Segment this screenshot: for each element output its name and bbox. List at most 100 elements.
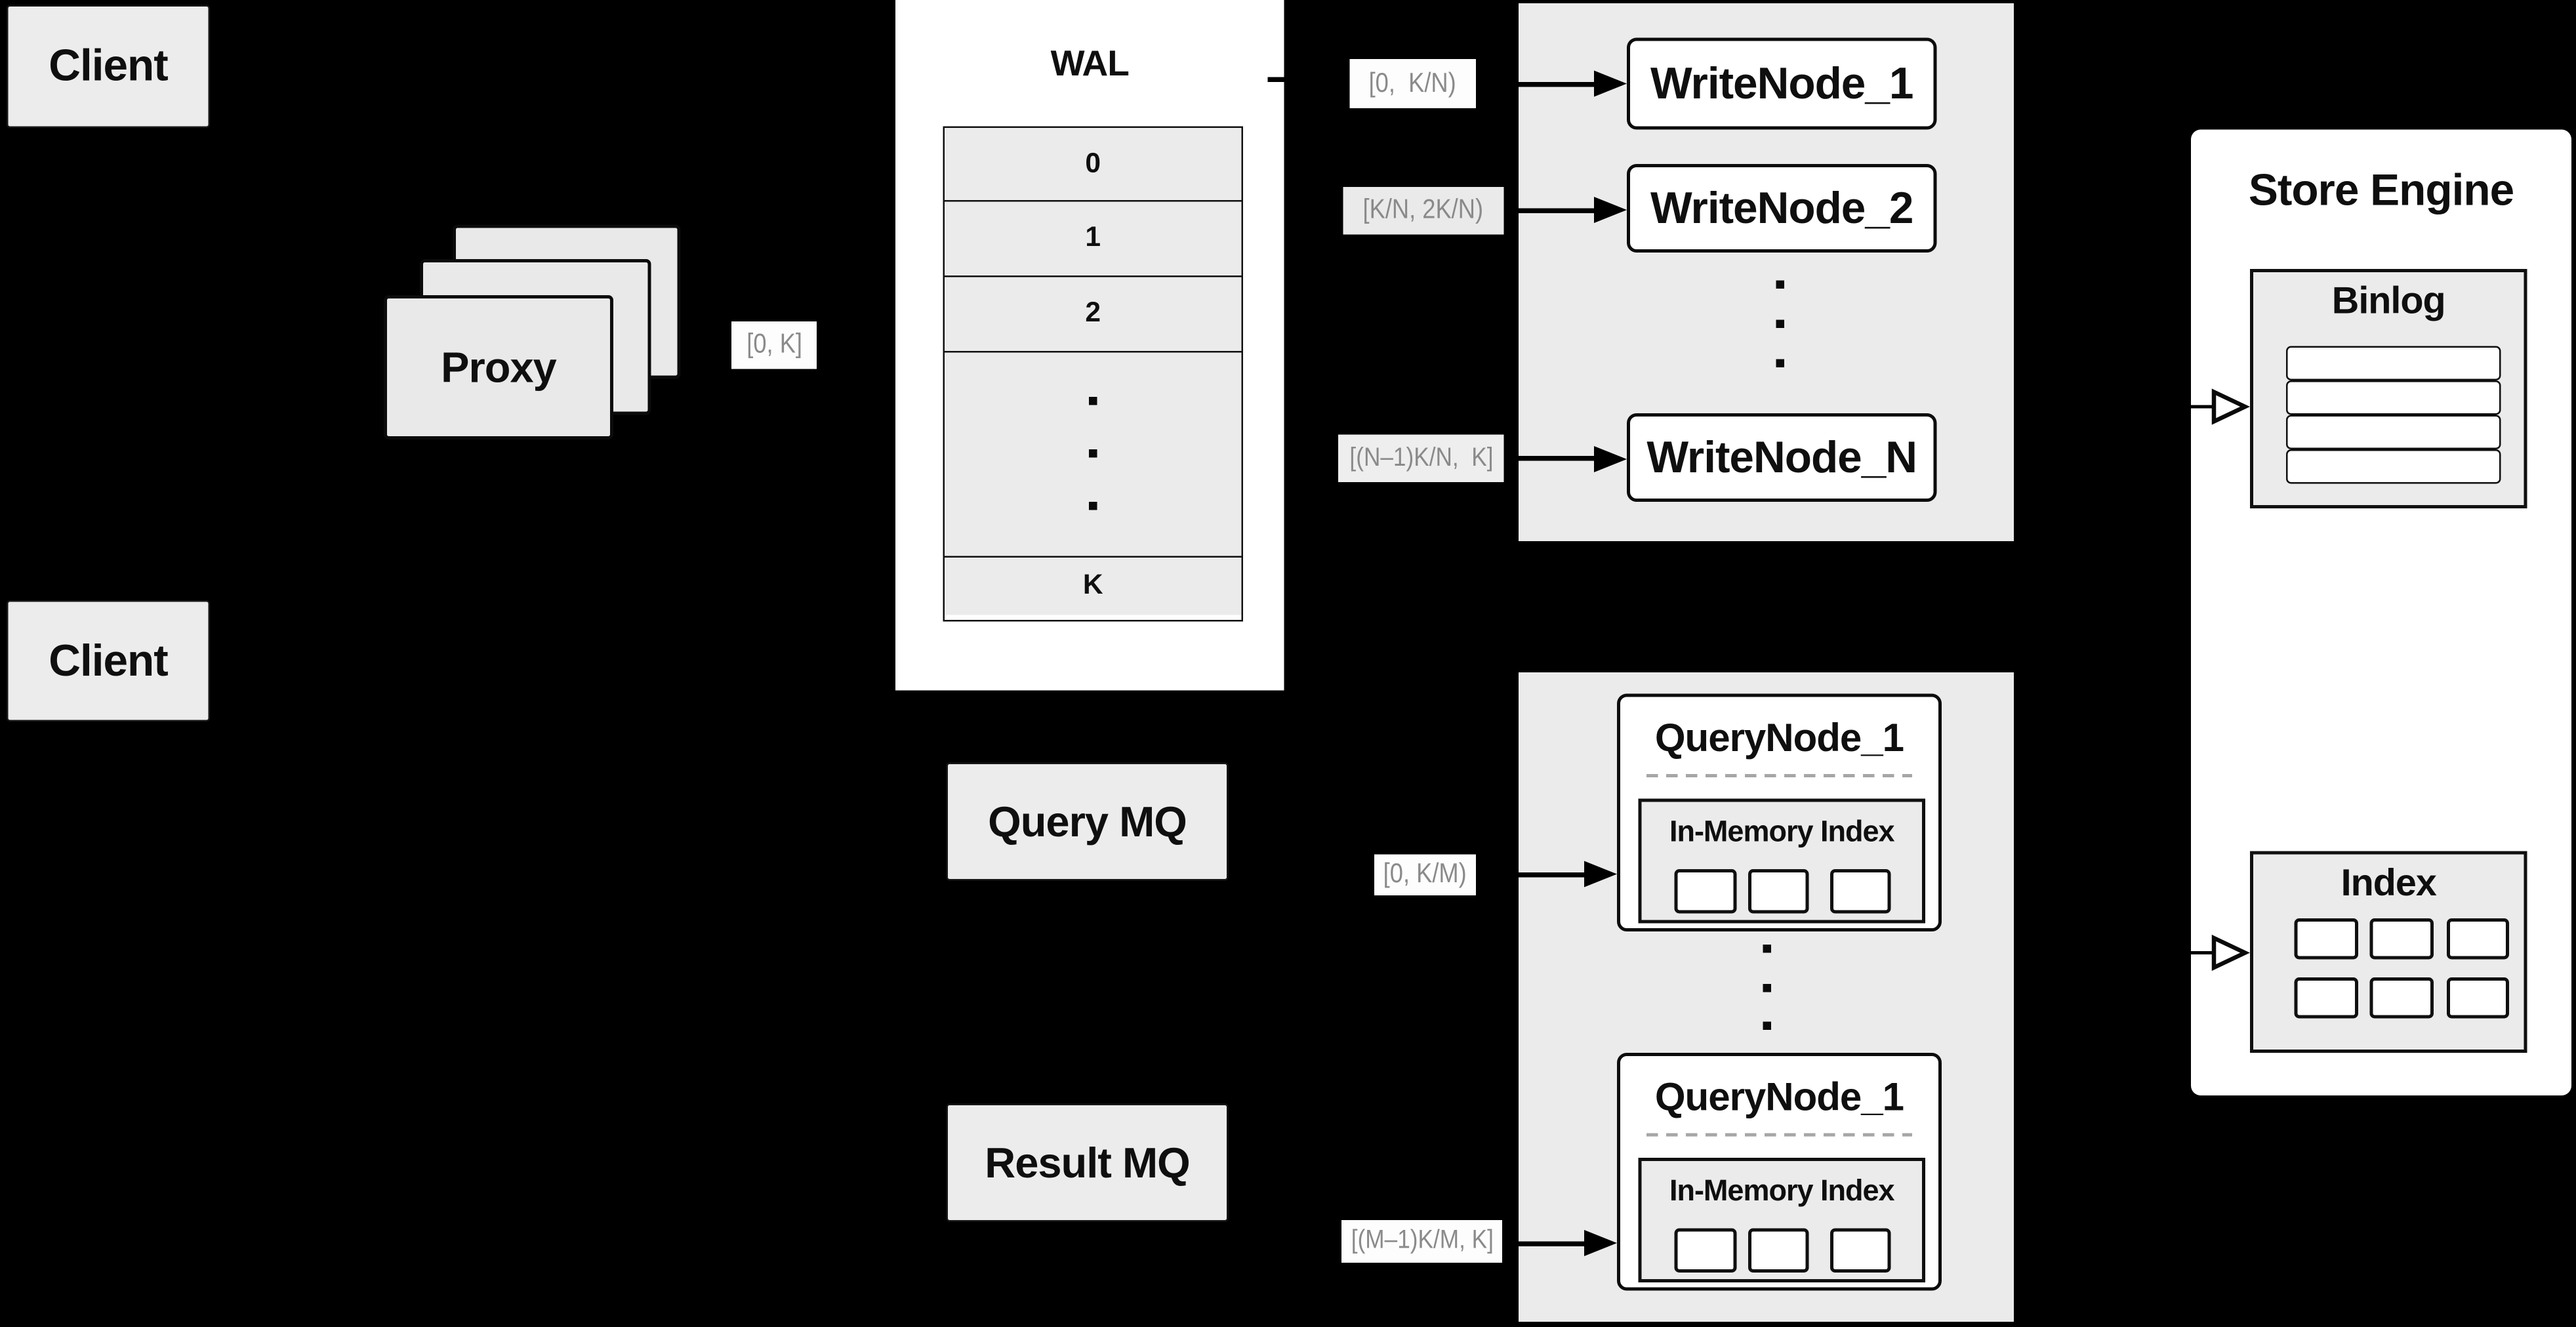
segment-square bbox=[1830, 1228, 1891, 1273]
in-memory-index-1-title-wrap: In-Memory Index bbox=[1642, 807, 1923, 856]
range-chip-write-1: [0, K/N) bbox=[1349, 59, 1476, 108]
arrow-head-binlog-hollow bbox=[2211, 388, 2250, 425]
dashed-divider bbox=[1646, 1133, 1912, 1137]
binlog-row bbox=[2286, 380, 2501, 415]
arrow-head-query-m bbox=[1584, 1230, 1617, 1256]
in-memory-index-1-title: In-Memory Index bbox=[1669, 814, 1895, 847]
query-node-2-title-wrap: QueryNode_1 bbox=[1620, 1072, 1938, 1125]
range-chip-write-1-text: [0, K/N) bbox=[1369, 68, 1457, 98]
binlog-row bbox=[2286, 346, 2501, 380]
arrow-head-write-2 bbox=[1594, 197, 1627, 223]
arrow-head-query-1 bbox=[1584, 861, 1617, 888]
wal-row-0: 0 bbox=[945, 128, 1242, 202]
ellipsis-dot bbox=[1763, 1021, 1771, 1030]
ellipsis-dot bbox=[1089, 397, 1097, 406]
index-square bbox=[2369, 918, 2434, 960]
store-engine-title: Store Engine bbox=[2248, 165, 2514, 214]
wal-title: WAL bbox=[1050, 43, 1130, 84]
ellipsis-dot bbox=[1776, 319, 1784, 328]
ellipsis-dot bbox=[1763, 945, 1771, 953]
query-node-2-title: QueryNode_1 bbox=[1654, 1076, 1904, 1120]
ellipsis-dot bbox=[1089, 449, 1097, 459]
arrow-shaft-write-n bbox=[1507, 456, 1597, 461]
arrow-shaft-write-2 bbox=[1507, 208, 1597, 214]
arrow-head-write-n bbox=[1594, 445, 1627, 472]
wal-row-1: 1 bbox=[945, 201, 1242, 277]
query-node-1-title: QueryNode_1 bbox=[1654, 716, 1904, 762]
range-chip-write-n: [(N–1)K/N, K] bbox=[1338, 434, 1504, 482]
proxy-card-front: Proxy bbox=[384, 295, 613, 439]
ellipsis-dot bbox=[1776, 359, 1784, 367]
range-chip-query-m: [(M–1)K/M, K] bbox=[1341, 1220, 1502, 1263]
index-square bbox=[2294, 977, 2358, 1019]
range-chip-query-1-text: [0, K/M) bbox=[1383, 859, 1467, 889]
ellipsis-dot bbox=[1089, 502, 1097, 511]
range-chip-query-1: [0, K/M) bbox=[1374, 854, 1476, 895]
index-square bbox=[2369, 977, 2434, 1019]
arrow-shaft-binlog bbox=[2191, 404, 2216, 409]
binlog-row bbox=[2286, 449, 2501, 484]
index-square bbox=[2447, 918, 2509, 960]
segment-square bbox=[1830, 869, 1891, 914]
write-node-2-label: WriteNode_2 bbox=[1650, 182, 1913, 232]
store-engine-panel: Store Engine Binlog Index bbox=[2191, 129, 2571, 1095]
dashed-divider bbox=[1646, 774, 1912, 778]
store-engine-title-wrap: Store Engine bbox=[2191, 163, 2571, 218]
arrow-shaft-write-1 bbox=[1479, 81, 1597, 87]
in-memory-index-2-title-wrap: In-Memory Index bbox=[1642, 1166, 1923, 1215]
binlog-box: Binlog bbox=[2250, 269, 2527, 508]
query-node-1-title-wrap: QueryNode_1 bbox=[1620, 714, 1938, 766]
proxy-label: Proxy bbox=[441, 342, 557, 392]
range-chip-write-2-text: [K/N, 2K/N) bbox=[1363, 195, 1484, 225]
wal-row-2-label: 2 bbox=[1085, 297, 1101, 329]
arrow-head-index-hollow bbox=[2211, 934, 2250, 971]
arrow-shaft-query-m bbox=[1505, 1240, 1584, 1246]
binlog-row bbox=[2286, 415, 2501, 449]
arrow-shaft-index bbox=[2191, 950, 2216, 955]
index-box: Index bbox=[2250, 851, 2527, 1053]
in-memory-index-2: In-Memory Index bbox=[1638, 1158, 1925, 1282]
in-memory-index-1: In-Memory Index bbox=[1638, 798, 1925, 924]
client-top-label: Client bbox=[49, 41, 169, 91]
ellipsis-dot bbox=[1776, 280, 1784, 289]
arrow-shaft-query-1 bbox=[1479, 871, 1584, 877]
binlog-title: Binlog bbox=[2331, 277, 2446, 321]
client-bottom-label: Client bbox=[49, 635, 169, 685]
write-node-1-label: WriteNode_1 bbox=[1650, 58, 1913, 108]
range-chip-0-k-text: [0, K] bbox=[746, 329, 802, 359]
index-title-wrap: Index bbox=[2253, 858, 2524, 907]
write-node-1: WriteNode_1 bbox=[1627, 37, 1937, 130]
segment-square bbox=[1674, 1228, 1737, 1273]
wal-row-ellipsis bbox=[945, 352, 1242, 557]
query-node-2: QueryNode_1 In-Memory Index bbox=[1617, 1053, 1942, 1291]
wal-connector-stub bbox=[1267, 77, 1284, 82]
query-mq-box: Query MQ bbox=[946, 762, 1229, 881]
binlog-title-wrap: Binlog bbox=[2253, 276, 2524, 325]
range-chip-write-n-text: [(N–1)K/N, K] bbox=[1349, 443, 1493, 472]
wal-row-0-label: 0 bbox=[1085, 148, 1101, 179]
query-mq-label: Query MQ bbox=[988, 796, 1187, 846]
range-chip-write-2: [K/N, 2K/N) bbox=[1343, 187, 1504, 235]
write-node-n: WriteNode_N bbox=[1627, 413, 1937, 502]
segment-square bbox=[1748, 869, 1809, 914]
client-box-bottom: Client bbox=[7, 600, 210, 722]
query-node-1: QueryNode_1 In-Memory Index bbox=[1617, 693, 1942, 931]
wal-row-k: K bbox=[945, 556, 1242, 615]
client-box-top: Client bbox=[7, 5, 210, 128]
arrow-head-write-1 bbox=[1594, 70, 1627, 96]
index-title: Index bbox=[2341, 860, 2437, 903]
index-square bbox=[2447, 977, 2509, 1019]
in-memory-index-2-title: In-Memory Index bbox=[1669, 1173, 1895, 1206]
segment-square bbox=[1748, 1228, 1809, 1273]
wal-row-k-label: K bbox=[1082, 569, 1103, 601]
result-mq-label: Result MQ bbox=[985, 1137, 1190, 1187]
wal-panel: WAL 0 1 2 K bbox=[895, 0, 1284, 691]
range-chip-query-m-text: [(M–1)K/M, K] bbox=[1350, 1227, 1494, 1255]
wal-title-wrap: WAL bbox=[895, 36, 1284, 92]
segment-square bbox=[1674, 869, 1737, 914]
wal-table: 0 1 2 K bbox=[943, 126, 1243, 622]
wal-row-2: 2 bbox=[945, 276, 1242, 353]
result-mq-box: Result MQ bbox=[946, 1103, 1229, 1222]
wal-row-1-label: 1 bbox=[1085, 222, 1101, 253]
